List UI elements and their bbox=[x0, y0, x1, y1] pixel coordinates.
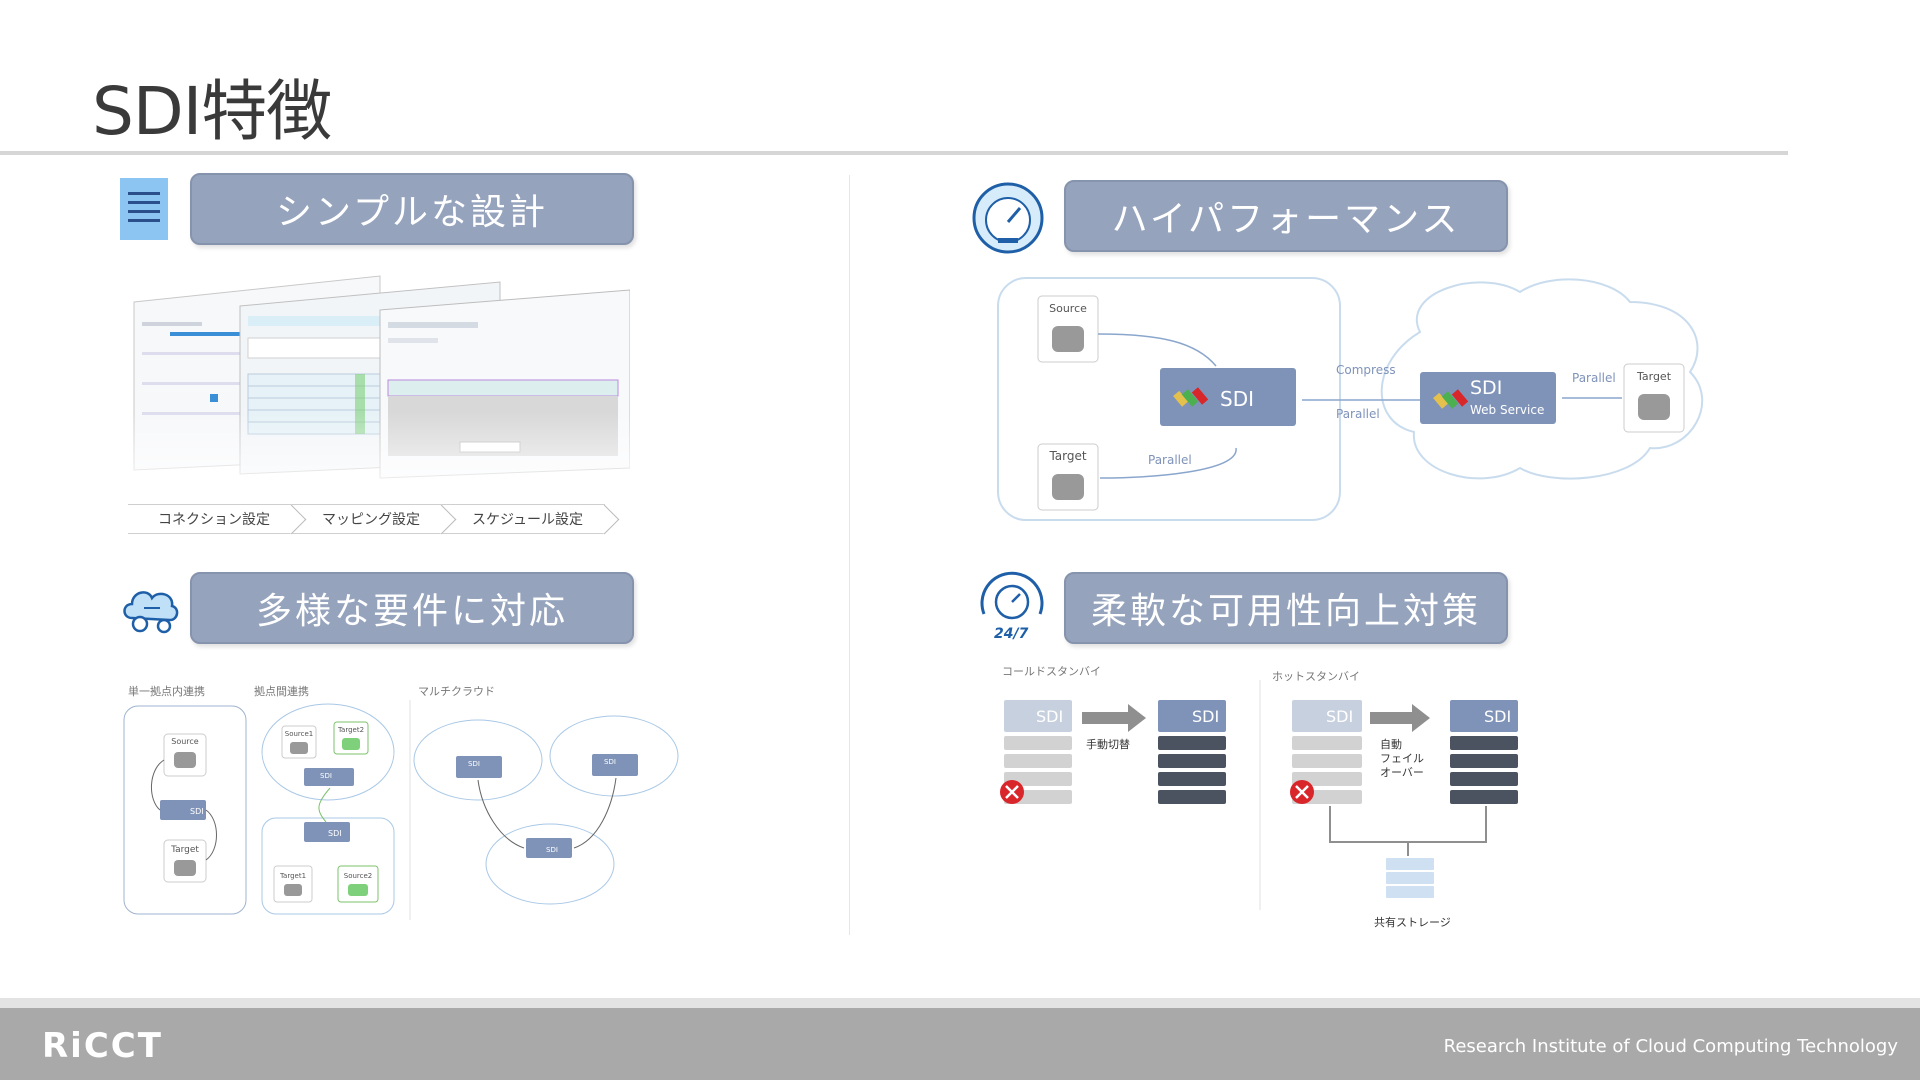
perf-parallel-label-3: Parallel bbox=[1572, 371, 1616, 385]
ms-source2-label: Source2 bbox=[344, 872, 373, 880]
cloud-gear-icon bbox=[123, 591, 179, 634]
footer-tagline: Research Institute of Cloud Computing Te… bbox=[1443, 1036, 1898, 1057]
column-divider bbox=[849, 175, 850, 935]
title-divider bbox=[0, 151, 1788, 155]
mc-sdi-label-1: SDI bbox=[468, 760, 480, 768]
badge-24-7: 24/7 bbox=[994, 626, 1029, 642]
simple-design-heading: シンプルな設計 bbox=[190, 173, 634, 245]
perf-target-label: Target bbox=[1048, 449, 1086, 463]
manual-switch-label: 手動切替 bbox=[1086, 737, 1130, 751]
page-title: SDI特徴 bbox=[92, 73, 332, 150]
screenshot-stack bbox=[130, 275, 630, 502]
single-target-label: Target bbox=[170, 845, 199, 855]
single-sdi-label: SDI bbox=[190, 807, 204, 816]
mc-sdi-label-2: SDI bbox=[604, 758, 616, 766]
perf-web-sdi-label: SDI bbox=[1470, 377, 1502, 399]
diverse-heading: 多様な要件に対応 bbox=[190, 572, 634, 644]
perf-web-service-label: Web Service bbox=[1470, 403, 1544, 417]
cold-standby-sdi-label: SDI bbox=[1192, 707, 1219, 726]
clock-24-7-icon: 24/7 bbox=[980, 571, 1044, 642]
multi-site-label: 拠点間連携 bbox=[254, 685, 309, 698]
perf-source-label: Source bbox=[1049, 302, 1087, 315]
step-schedule: スケジュール設定 bbox=[442, 504, 606, 534]
step-mapping: マッピング設定 bbox=[292, 504, 442, 534]
cold-standby-label: コールドスタンバイ bbox=[1002, 665, 1101, 678]
shared-storage-label: 共有ストレージ bbox=[1374, 915, 1451, 929]
speedometer-icon bbox=[972, 182, 1044, 254]
ms-sdi-label-1: SDI bbox=[320, 772, 332, 780]
perf-parallel-label-2: Parallel bbox=[1336, 407, 1380, 421]
perf-sdi-label: SDI bbox=[1220, 387, 1254, 411]
diverse-diagram: Source SDI Target Source1 Target2 SDI SD… bbox=[123, 700, 679, 920]
mc-sdi-label-3: SDI bbox=[546, 846, 558, 854]
step-connection: コネクション設定 bbox=[128, 504, 292, 534]
perf-cloud-target-label: Target bbox=[1636, 370, 1672, 383]
hot-primary-sdi-label: SDI bbox=[1326, 707, 1353, 726]
ms-source1-label: Source1 bbox=[285, 730, 314, 738]
list-icon bbox=[120, 178, 168, 240]
cold-primary-sdi-label: SDI bbox=[1036, 707, 1063, 726]
auto-failover-label-3: オーバー bbox=[1380, 766, 1424, 779]
auto-failover-label-2: フェイル bbox=[1380, 752, 1424, 765]
setup-steps: コネクション設定 マッピング設定 スケジュール設定 bbox=[128, 504, 606, 534]
single-site-label: 単一拠点内連携 bbox=[128, 685, 205, 698]
ms-sdi-label-2: SDI bbox=[328, 829, 342, 838]
footer-band bbox=[0, 998, 1920, 1008]
hot-standby-sdi-label: SDI bbox=[1484, 707, 1511, 726]
ms-target1-label: Target1 bbox=[279, 872, 306, 880]
performance-heading: ハイパフォーマンス bbox=[1064, 180, 1508, 252]
availability-diagram: SDI 手動切替 SDI SDI 自動 フェイル オーバー SDI bbox=[1000, 680, 1518, 929]
performance-diagram: Source Target SDI Parallel Compress Para… bbox=[997, 277, 1704, 521]
footer bbox=[0, 1008, 1920, 1080]
ricct-logo: RiCCT bbox=[42, 1026, 163, 1066]
availability-heading: 柔軟な可用性向上対策 bbox=[1064, 572, 1508, 644]
ms-target2-label: Target2 bbox=[337, 726, 364, 734]
single-source-label: Source bbox=[171, 737, 199, 746]
auto-failover-label-1: 自動 bbox=[1380, 737, 1402, 751]
perf-parallel-label-1: Parallel bbox=[1148, 453, 1192, 467]
perf-compress-label: Compress bbox=[1336, 363, 1396, 377]
hot-standby-label: ホットスタンバイ bbox=[1272, 670, 1360, 683]
multi-cloud-label: マルチクラウド bbox=[418, 685, 495, 698]
